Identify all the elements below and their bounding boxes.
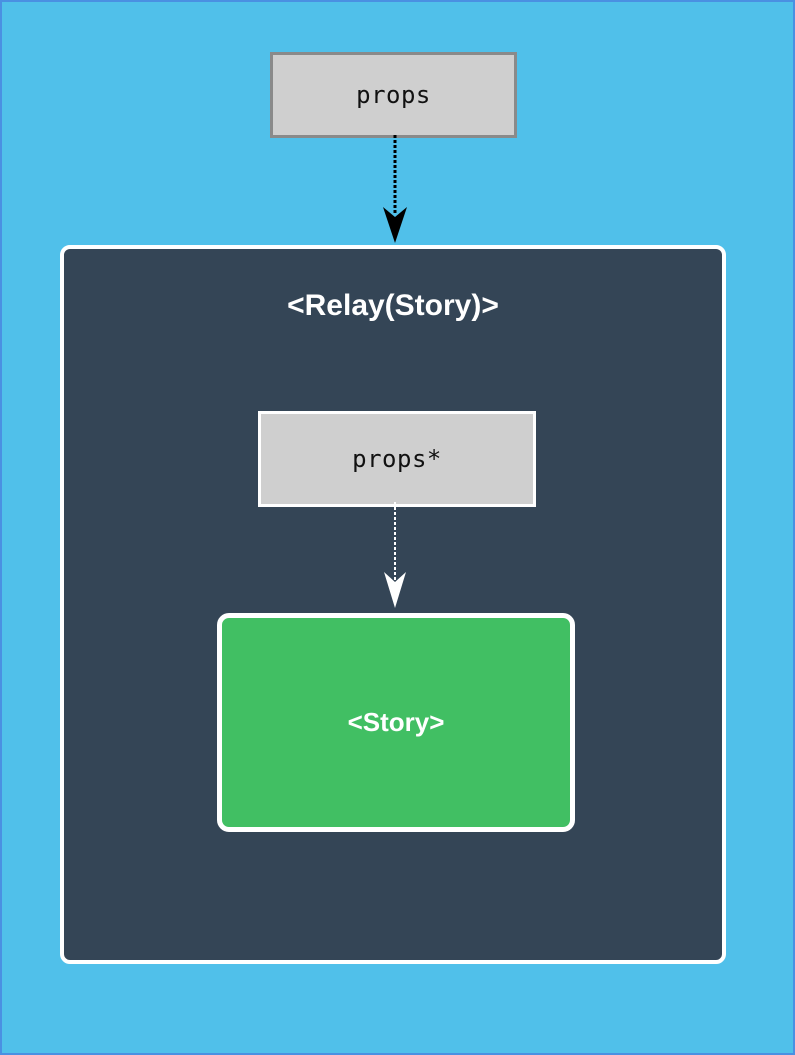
inner-props-label: props*	[352, 445, 442, 473]
story-node[interactable]: <Story>	[217, 613, 575, 832]
inner-props-node[interactable]: props*	[258, 411, 536, 507]
props-star-to-story-arrow-icon	[384, 502, 406, 608]
outer-props-node[interactable]: props	[270, 52, 517, 138]
story-label: <Story>	[347, 707, 445, 737]
relay-story-panel[interactable]: <Relay(Story)> props* <Story>	[60, 245, 726, 964]
relay-panel-title: <Relay(Story)>	[287, 289, 499, 322]
outer-props-label: props	[356, 81, 431, 109]
props-to-relay-arrow-icon	[383, 135, 407, 243]
